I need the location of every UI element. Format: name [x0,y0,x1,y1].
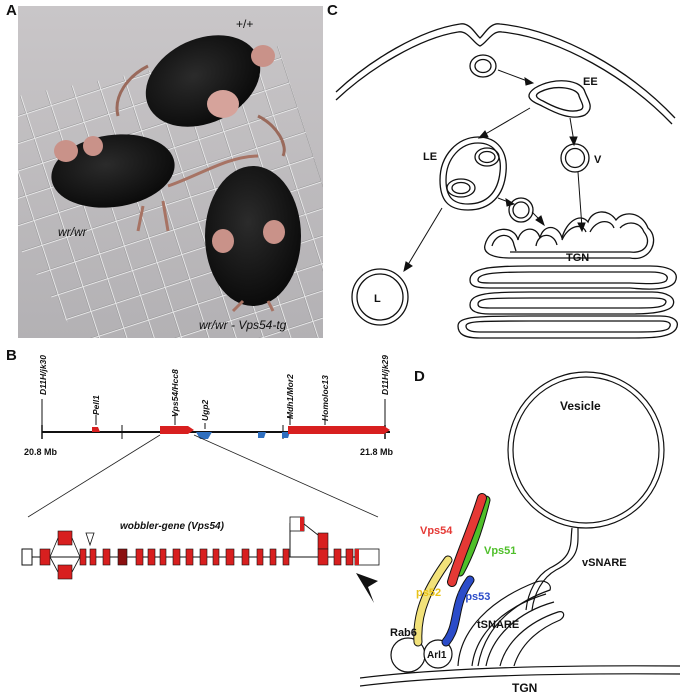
gene-title: wobbler-gene (Vps54) [120,521,225,532]
panel-letter-d: D [414,368,425,385]
label-v: V [594,154,602,166]
label-vps53: Vps53 [458,591,490,603]
rescued-mouse [205,166,301,313]
marker-label-4: Ugp2 [200,399,210,421]
wildtype-mouse [115,35,286,157]
label-tgn-d: TGN [512,681,537,695]
panel-b-genemap: D11H/jk30 Pell1 Vps54/Hcc8 Ugp2 Mdh1/Mor… [21,355,394,603]
label-vsnare: vSNARE [582,557,627,569]
label-wobbler: wr/wr [58,225,87,239]
label-le: LE [423,151,437,163]
panel-letter-b: B [6,347,17,364]
scale-end: 21.8 Mb [360,447,394,457]
marker-label-3: Vps54/Hcc8 [170,369,180,417]
marker-label-6: Homoloc13 [320,375,330,421]
marker-label-1: D11H/jk30 [38,355,48,395]
arrowhead-icon [356,573,378,603]
label-tgn: TGN [566,252,589,264]
panel-c-pathway: EE LE V TGN L [335,23,678,339]
scale-start: 20.8 Mb [24,447,58,457]
wobbler-mouse [51,134,259,232]
label-vesicle: Vesicle [560,399,601,413]
label-l: L [374,293,381,305]
label-arl1: Arl1 [427,650,447,661]
label-wildtype: +/+ [236,17,254,31]
label-tsnare: tSNARE [477,619,519,631]
label-vps52: ps52 [416,587,441,599]
marker-label-2: Pell1 [91,395,101,415]
marker-label-5: Mdh1/Mor2 [285,374,295,419]
label-vps51: Vps51 [484,545,516,557]
label-ee: EE [583,76,598,88]
panel-a-photo [18,6,323,338]
label-vps54: Vps54 [420,525,453,537]
panel-letter-a: A [6,2,17,19]
label-rab6: Rab6 [390,627,417,639]
panel-d-tethering: Vesicle Vps54 Vps51 ps52 Vps53 vSNARE tS… [360,371,680,695]
marker-label-7: D11H/jk29 [380,355,390,395]
label-rescued: wr/wr - Vps54-tg [199,318,287,332]
panel-letter-c: C [327,2,338,19]
